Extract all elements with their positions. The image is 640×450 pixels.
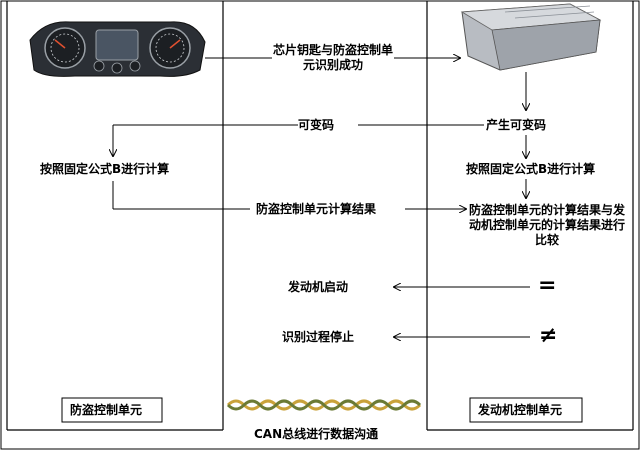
generate-variable-code-label: 产生可变码 [486,118,547,133]
calc-formula-left-label: 按照固定公式B进行计算 [40,162,170,177]
immobilizer-unit-box [61,397,163,423]
identification-stop-label: 识别过程停止 [282,330,355,345]
immobilizer-unit-label: 防盗控制单元 [70,403,143,417]
not-equal-symbol: ≠ [539,323,558,348]
engine-start-label: 发动机启动 [288,280,349,295]
immo-calc-result-label: 防盗控制单元计算结果 [256,202,377,217]
equal-symbol: = [538,273,557,298]
variable-code-label: 可变码 [298,118,335,133]
instrument-cluster-image [29,21,206,77]
can-bus-wires [226,399,422,411]
engine-control-unit-box [469,397,583,423]
ecu-image [460,3,602,71]
calc-formula-right-label: 按照固定公式B进行计算 [466,162,596,177]
chip-key-recognized-label: 芯片钥匙与防盗控制单元识别成功 [272,43,394,73]
compare-results-label: 防盗控制单元的计算结果与发动机控制单元的计算结果进行比较 [468,203,626,248]
engine-control-unit-label: 发动机控制单元 [478,403,563,417]
can-bus-label: CAN总线进行数据沟通 [254,427,379,441]
